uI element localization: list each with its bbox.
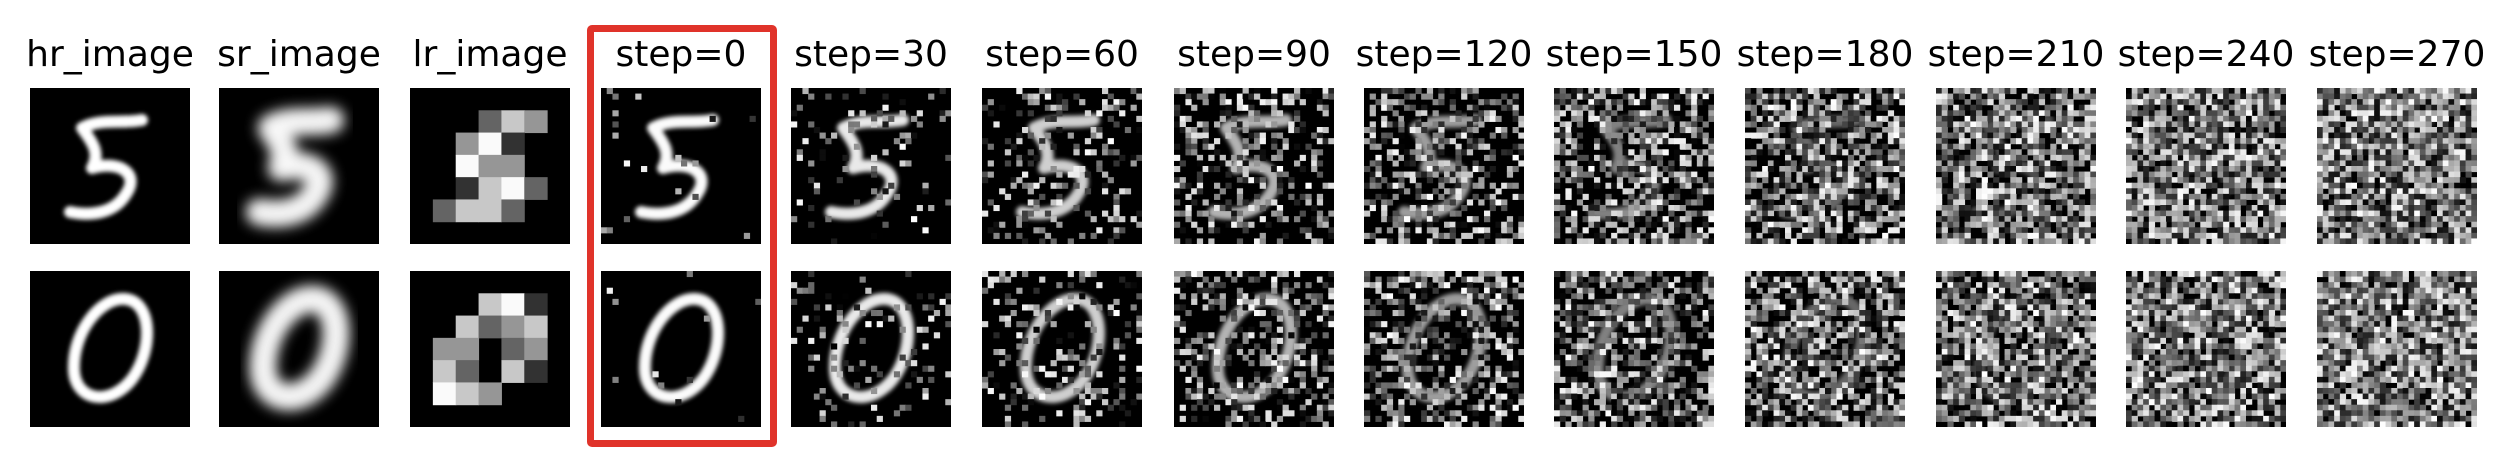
tile-digit-5-s60 <box>982 88 1142 244</box>
tile-digit-5-s0 <box>601 88 761 244</box>
tile-digit-0-s120 <box>1364 271 1524 427</box>
tile-digit-5-hr <box>30 88 190 244</box>
tile-digit-0-s150 <box>1554 271 1714 427</box>
column-title-s60: step=60 <box>985 34 1139 75</box>
tile-digit-5-lr <box>410 88 570 244</box>
tile-digit-5-s150 <box>1554 88 1714 244</box>
step-0-highlight-box <box>587 25 777 447</box>
column-title-s90: step=90 <box>1177 34 1331 75</box>
tile-digit-5-s180 <box>1745 88 1905 244</box>
column-title-s180: step=180 <box>1736 34 1914 75</box>
tile-digit-0-sr <box>219 271 379 427</box>
column-title-hr: hr_image <box>26 34 194 75</box>
tile-digit-5-s30 <box>791 88 951 244</box>
tile-digit-5-s210 <box>1936 88 2096 244</box>
column-title-s210: step=210 <box>1927 34 2105 75</box>
column-title-lr: lr_image <box>412 34 568 75</box>
column-title-s120: step=120 <box>1355 34 1533 75</box>
tile-digit-0-s0 <box>601 271 761 427</box>
column-title-s30: step=30 <box>794 34 948 75</box>
column-title-sr: sr_image <box>217 34 381 75</box>
tile-digit-0-s60 <box>982 271 1142 427</box>
tile-digit-0-s240 <box>2126 271 2286 427</box>
tile-digit-0-s210 <box>1936 271 2096 427</box>
tile-digit-5-s90 <box>1174 88 1334 244</box>
tile-digit-5-s120 <box>1364 88 1524 244</box>
tile-digit-0-s270 <box>2317 271 2477 427</box>
column-title-s240: step=240 <box>2117 34 2295 75</box>
column-title-s270: step=270 <box>2308 34 2486 75</box>
tile-digit-5-s240 <box>2126 88 2286 244</box>
column-title-s0: step=0 <box>615 34 747 75</box>
tile-digit-0-s180 <box>1745 271 1905 427</box>
tile-digit-5-sr <box>219 88 379 244</box>
tile-digit-0-lr <box>410 271 570 427</box>
tile-digit-0-s30 <box>791 271 951 427</box>
tile-digit-5-s270 <box>2317 88 2477 244</box>
column-title-s150: step=150 <box>1545 34 1723 75</box>
tile-digit-0-hr <box>30 271 190 427</box>
tile-digit-0-s90 <box>1174 271 1334 427</box>
